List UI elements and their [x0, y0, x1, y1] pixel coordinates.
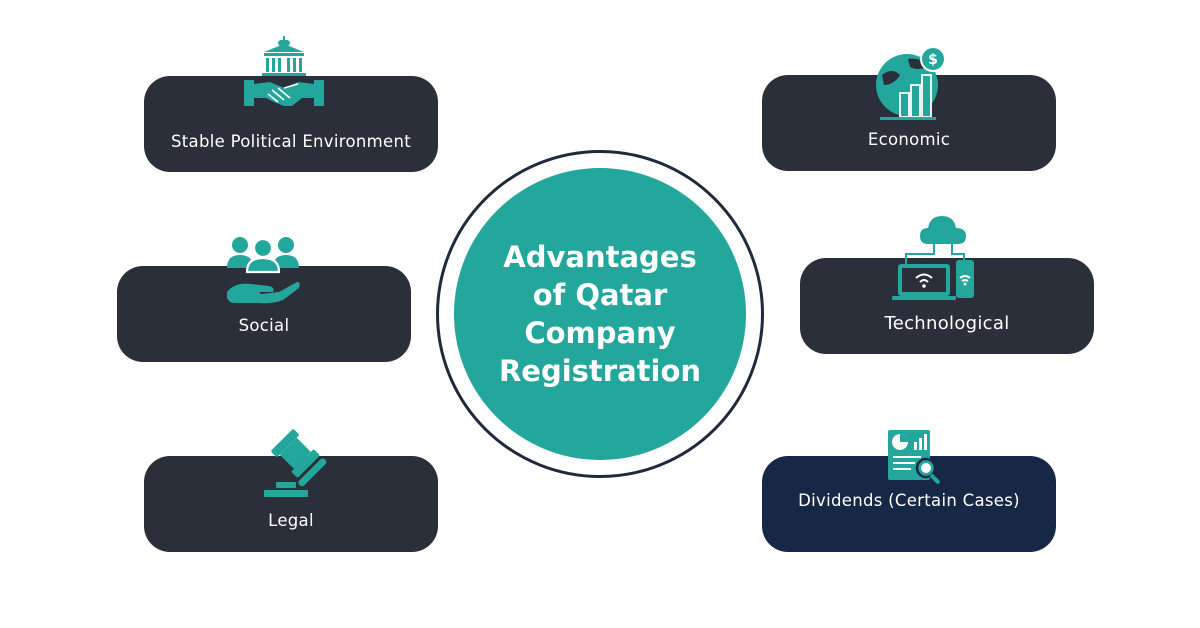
cloud-devices-icon — [890, 214, 982, 302]
center-title-line-2: of Qatar — [532, 278, 668, 312]
globe-growth-dollar-icon: $ — [874, 45, 948, 121]
report-magnifier-icon — [886, 428, 944, 486]
people-in-hand-icon — [225, 236, 301, 306]
card-social: Social — [117, 266, 411, 362]
card-label: Social — [238, 316, 290, 335]
card-label: Dividends (Certain Cases) — [798, 491, 1020, 510]
gavel-icon — [262, 424, 336, 498]
card-legal: Legal — [144, 456, 438, 552]
card-label: Stable Political Environment — [171, 132, 411, 151]
center-disc: Advantages of Qatar Company Registration — [454, 168, 746, 460]
center-title: Advantages of Qatar Company Registration — [480, 238, 720, 390]
card-label: Legal — [268, 511, 314, 530]
center-title-line-4: Registration — [498, 354, 702, 388]
svg-text:$: $ — [928, 52, 938, 68]
center-title-line-1: Advantages — [503, 240, 697, 274]
government-handshake-icon — [244, 36, 324, 108]
card-label: Economic — [867, 130, 951, 149]
center-title-line-3: Company — [524, 316, 676, 350]
card-label: Technological — [884, 313, 1010, 334]
